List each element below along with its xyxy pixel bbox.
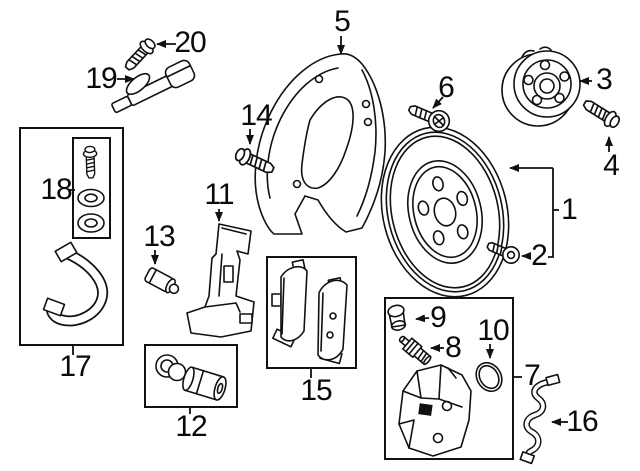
callout-18: 18 (40, 173, 72, 206)
callout-20: 20 (174, 26, 206, 59)
callout-14: 14 (240, 99, 272, 132)
bolt-4-illustration (579, 95, 624, 132)
callout-13: 13 (143, 220, 175, 253)
callout-8: 8 (445, 331, 462, 364)
bolt-20-illustration (120, 35, 160, 75)
callout-7: 7 (524, 359, 541, 392)
caliper-bracket-illustration (186, 223, 255, 338)
callout-arrows (68, 36, 613, 426)
caliper-illustration (398, 364, 472, 457)
bushing-kit-illustration (155, 354, 227, 401)
callout-16: 16 (566, 405, 598, 438)
callout-15: 15 (300, 374, 332, 407)
callout-11: 11 (204, 178, 234, 211)
splash-shield-illustration (254, 53, 387, 235)
bolt-and-seals-illustration (77, 145, 105, 233)
rotor-illustration (380, 126, 510, 298)
callout-12: 12 (175, 410, 207, 443)
seal-ring-illustration (475, 361, 503, 393)
callout-2: 2 (531, 239, 548, 272)
screw-6-illustration (407, 105, 451, 133)
callout-1: 1 (561, 193, 578, 226)
callout-17: 17 (59, 350, 91, 383)
screw-2-illustration (486, 241, 520, 265)
spring-clip-illustration (519, 373, 561, 465)
brake-pads-illustration (271, 259, 348, 365)
callout-4: 4 (603, 149, 620, 182)
callout-19: 19 (85, 62, 117, 95)
cap-illustration (387, 304, 407, 331)
bushing-illustration (144, 267, 180, 295)
callout-10: 10 (477, 314, 509, 347)
hose-bracket-illustration (42, 241, 109, 327)
hub-illustration (501, 46, 581, 127)
callout-9: 9 (430, 301, 447, 334)
callout-6: 6 (438, 71, 455, 104)
bleeder-screw-illustration (398, 335, 432, 366)
speed-sensor-illustration (111, 59, 196, 114)
callout-5: 5 (334, 5, 351, 38)
callout-3: 3 (596, 63, 613, 96)
